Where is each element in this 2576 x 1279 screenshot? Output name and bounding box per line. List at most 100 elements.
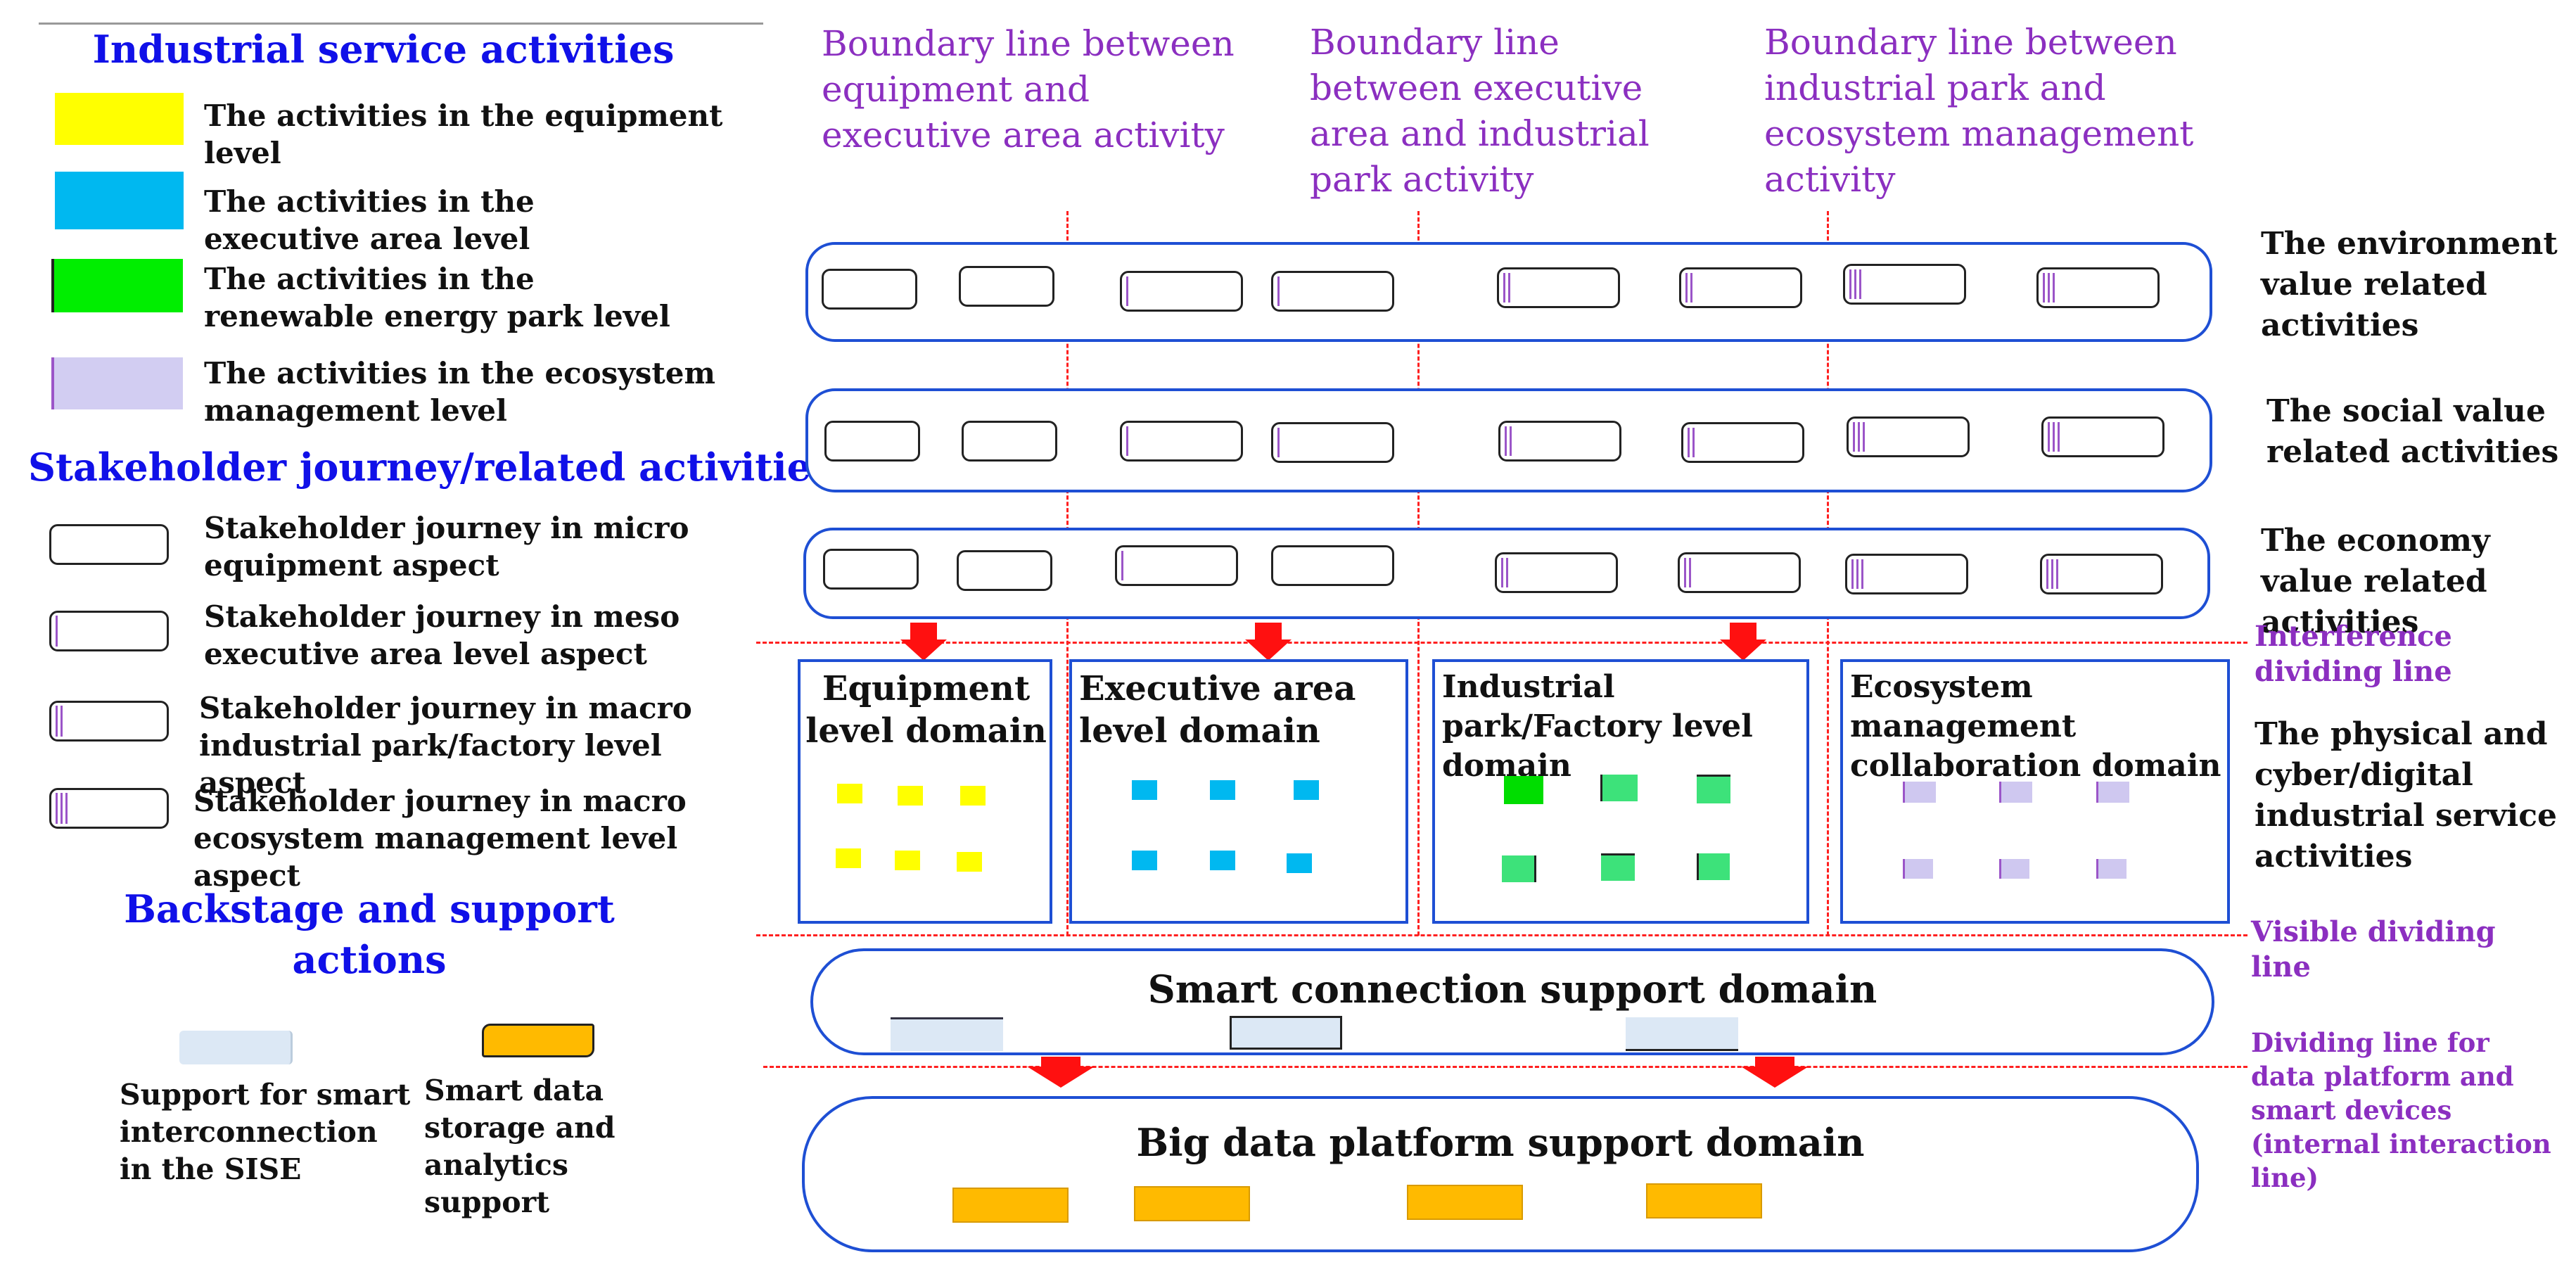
visible-dividing-line <box>756 934 2247 936</box>
equipment-activity-square <box>895 851 920 870</box>
executive-activity-square <box>1294 780 1319 800</box>
executive-swatch <box>55 172 184 229</box>
storage-analytics-shape <box>952 1188 1069 1223</box>
executive-activity-square <box>1132 780 1157 800</box>
storage-analytics-shape <box>1134 1186 1250 1221</box>
big-data-title: Big data platform support domain <box>1136 1120 1865 1165</box>
executive-activity-square <box>1132 851 1157 870</box>
row3-activity-4 <box>1271 545 1394 586</box>
equipment-activity-square <box>960 786 986 806</box>
row3-activity-6 <box>1678 552 1801 593</box>
down-arrow-1 <box>900 623 947 661</box>
backstage-legend-title: Backstage and support actions <box>124 886 615 982</box>
row2-activity-8 <box>2041 416 2164 457</box>
support-connection-shape <box>891 1017 1003 1051</box>
equipment-activity-square <box>957 852 982 872</box>
data-platform-dividing-label: Dividing line for data platform and smar… <box>2251 1027 2551 1193</box>
row1-activity-3 <box>1120 271 1243 312</box>
executive-domain-title: Executive area level domain <box>1079 669 1356 751</box>
park-activity-square <box>1601 853 1635 881</box>
legend-top-rule <box>39 23 763 25</box>
ecosystem-legend-label: The activities in the ecosystem manageme… <box>204 356 715 428</box>
ecosystem-activity-square <box>1903 782 1936 803</box>
interference-dividing-line <box>756 642 2247 644</box>
row1-activity-2 <box>959 266 1054 307</box>
interference-label: Interference dividing line <box>2255 620 2452 688</box>
executive-legend-label: The activities in the executive area lev… <box>204 184 535 256</box>
park-activity-square <box>1502 855 1536 882</box>
row3-activity-5 <box>1495 552 1618 593</box>
micro-journey-label: Stakeholder journey in micro equipment a… <box>204 511 689 583</box>
ecosystem-activity-square <box>1903 859 1933 879</box>
big-data-domain: Big data platform support domain <box>802 1096 2199 1252</box>
ecosystem-activity-square <box>1999 859 2029 879</box>
support-connection-shape <box>1626 1017 1738 1051</box>
macro-park-journey-label: Stakeholder journey in macro industrial … <box>199 691 692 800</box>
park-activity-square <box>1697 853 1730 880</box>
down-arrow-3 <box>1720 623 1766 661</box>
row2-activity-5 <box>1498 421 1621 462</box>
equipment-activity-square <box>836 848 861 868</box>
industrial-park-domain: Industrial park/Factory level domain <box>1432 659 1809 924</box>
executive-activity-square <box>1287 853 1312 873</box>
stakeholder-legend-title: Stakeholder journey/related activities <box>28 445 833 490</box>
row2-activity-4 <box>1271 422 1394 463</box>
ecosystem-swatch <box>51 357 183 409</box>
ecosystem-domain: Ecosystem management collaboration domai… <box>1840 659 2230 924</box>
row3-activity-2 <box>957 550 1052 591</box>
visible-dividing-label: Visible dividing line <box>2251 915 2496 984</box>
ecosystem-activity-square <box>2096 859 2127 879</box>
macro-park-journey-box <box>49 701 169 742</box>
ecosystem-domain-title: Ecosystem management collaboration domai… <box>1850 669 2221 784</box>
row2-activity-6 <box>1681 422 1804 463</box>
park-activity-square <box>1697 775 1730 803</box>
row2-activity-1 <box>824 421 920 462</box>
row2-activity-2 <box>962 421 1057 462</box>
support-connection-shape <box>1230 1016 1342 1050</box>
storage-analytics-shape <box>1407 1185 1523 1220</box>
smart-connection-domain: Smart connection support domain <box>810 948 2214 1055</box>
row3-activity-1 <box>823 549 919 590</box>
ecosystem-activity-square <box>2096 782 2129 803</box>
down-arrow-4 <box>1027 1057 1095 1088</box>
boundary-label-3: Boundary line between industrial park an… <box>1764 22 2194 200</box>
park-activity-square <box>1504 776 1543 804</box>
data-platform-dividing-line <box>763 1066 2247 1068</box>
renewable-legend-label: The activities in the renewable energy p… <box>204 262 670 333</box>
executive-activity-square <box>1210 851 1235 870</box>
equipment-domain-title: Equipment level domain <box>805 669 1047 751</box>
down-arrow-5 <box>1741 1057 1809 1088</box>
support-legend-label: Support for smart interconnection in the… <box>120 1078 411 1186</box>
row3-activity-3 <box>1115 545 1238 586</box>
row1-activity-8 <box>2036 267 2160 308</box>
executive-domain: Executive area level domain <box>1069 659 1408 924</box>
down-arrow-2 <box>1245 623 1292 661</box>
storage-legend-shape <box>482 1024 594 1057</box>
industrial-legend-title: Industrial service activities <box>92 27 675 72</box>
executive-activity-square <box>1210 780 1235 800</box>
meso-journey-label: Stakeholder journey in meso executive ar… <box>204 599 680 671</box>
micro-journey-box <box>49 524 169 565</box>
boundary-label-2: Boundary line between executive area and… <box>1310 22 1650 200</box>
row3-activity-7 <box>1845 554 1968 594</box>
storage-analytics-shape <box>1646 1183 1762 1218</box>
equipment-activity-square <box>898 786 923 806</box>
park-activity-square <box>1600 775 1638 801</box>
row3-activity-8 <box>2040 554 2163 594</box>
boundary-label-1: Boundary line between equipment and exec… <box>822 23 1235 155</box>
row1-activity-7 <box>1843 264 1966 305</box>
equipment-activity-square <box>837 784 862 803</box>
physical-cyber-label: The physical and cyber/digital industria… <box>2255 716 2558 874</box>
ecosystem-activity-square <box>1999 782 2032 803</box>
storage-legend-label: Smart data storage and analytics support <box>424 1074 616 1219</box>
row1-activity-1 <box>822 269 917 310</box>
equipment-swatch <box>55 93 184 145</box>
support-legend-shape <box>179 1031 293 1064</box>
environment-row-label: The environment value related activities <box>2261 226 2558 343</box>
meso-journey-box <box>49 611 169 651</box>
row2-activity-3 <box>1120 421 1243 462</box>
equipment-domain: Equipment level domain <box>798 659 1052 924</box>
row2-activity-7 <box>1847 416 1970 457</box>
economy-row-label: The economy value related activities <box>2261 523 2490 640</box>
row1-activity-6 <box>1679 267 1802 308</box>
